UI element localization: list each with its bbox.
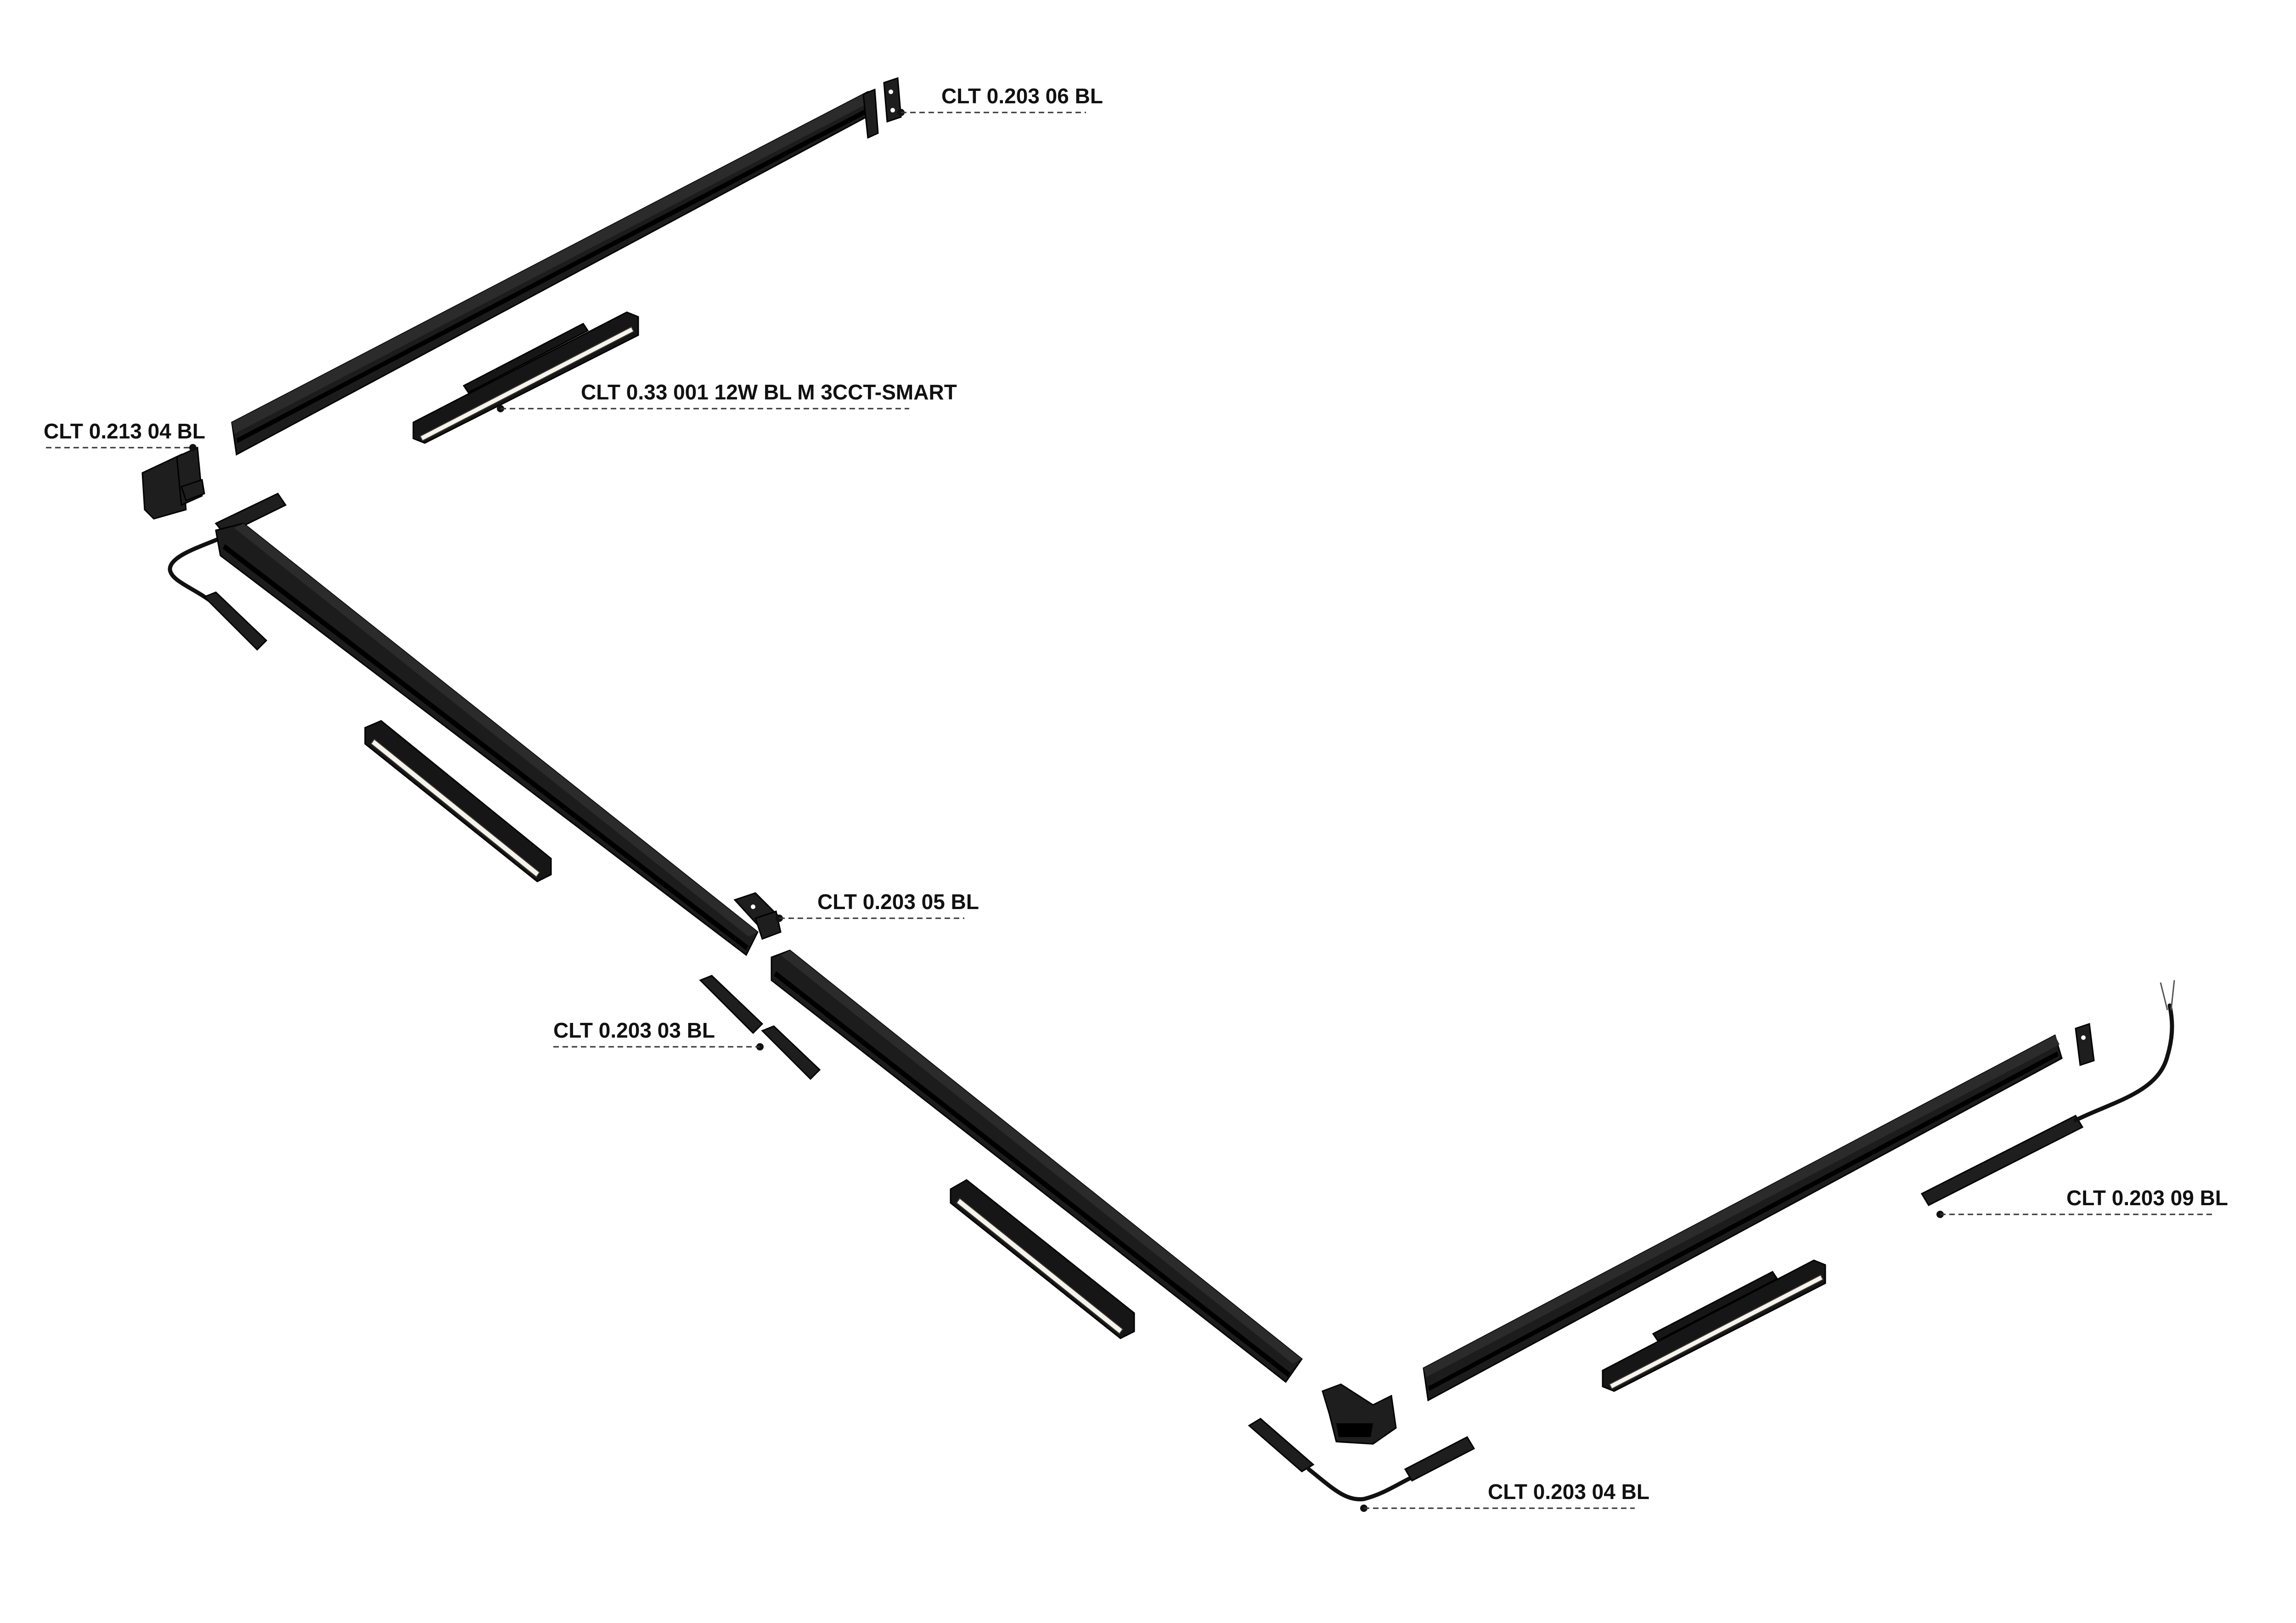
label-lamp: CLT 0.33 001 12W BL M 3CCT-SMART <box>581 380 957 404</box>
linear-lamp-middle-left <box>364 720 552 882</box>
label-feeder-09: CLT 0.203 09 BL <box>2066 1186 2228 1210</box>
track-rail-middle-right <box>771 949 1303 1383</box>
callout-connector-05: CLT 0.203 05 BL <box>776 890 979 922</box>
track-rail-right <box>1423 1034 2063 1402</box>
linear-lamp-right <box>1602 1259 1826 1392</box>
feeder-09 <box>1920 980 2175 1206</box>
callout-lamp: CLT 0.33 001 12W BL M 3CCT-SMART <box>497 380 957 412</box>
callout-connector-06: CLT 0.203 06 BL <box>897 84 1103 116</box>
connector-end-right <box>2075 1022 2095 1067</box>
corner-connector-bottom <box>1322 1383 1397 1445</box>
callout-corner-04: CLT 0.203 04 BL <box>1360 1480 1649 1512</box>
corner-wire-connector <box>168 493 287 651</box>
linear-lamp-middle-right <box>950 1179 1135 1339</box>
label-connector-05: CLT 0.203 05 BL <box>817 890 979 914</box>
track-rail-middle-left <box>215 522 759 956</box>
label-corner-04: CLT 0.203 04 BL <box>1488 1480 1649 1504</box>
label-connector-03: CLT 0.203 03 BL <box>553 1018 715 1042</box>
linear-lamp-top <box>412 311 639 444</box>
connector-06 <box>883 77 902 123</box>
label-corner-power: CLT 0.213 04 BL <box>44 419 205 443</box>
callout-connector-03: CLT 0.203 03 BL <box>553 1018 764 1050</box>
corner-power-unit <box>141 446 205 520</box>
callout-feeder-09: CLT 0.203 09 BL <box>1936 1186 2228 1218</box>
callout-corner-power: CLT 0.213 04 BL <box>44 419 205 451</box>
label-connector-06: CLT 0.203 06 BL <box>941 84 1103 108</box>
connector-03 <box>699 975 821 1080</box>
corner-wire-bottom <box>1248 1418 1475 1502</box>
track-rail-top <box>231 88 879 456</box>
